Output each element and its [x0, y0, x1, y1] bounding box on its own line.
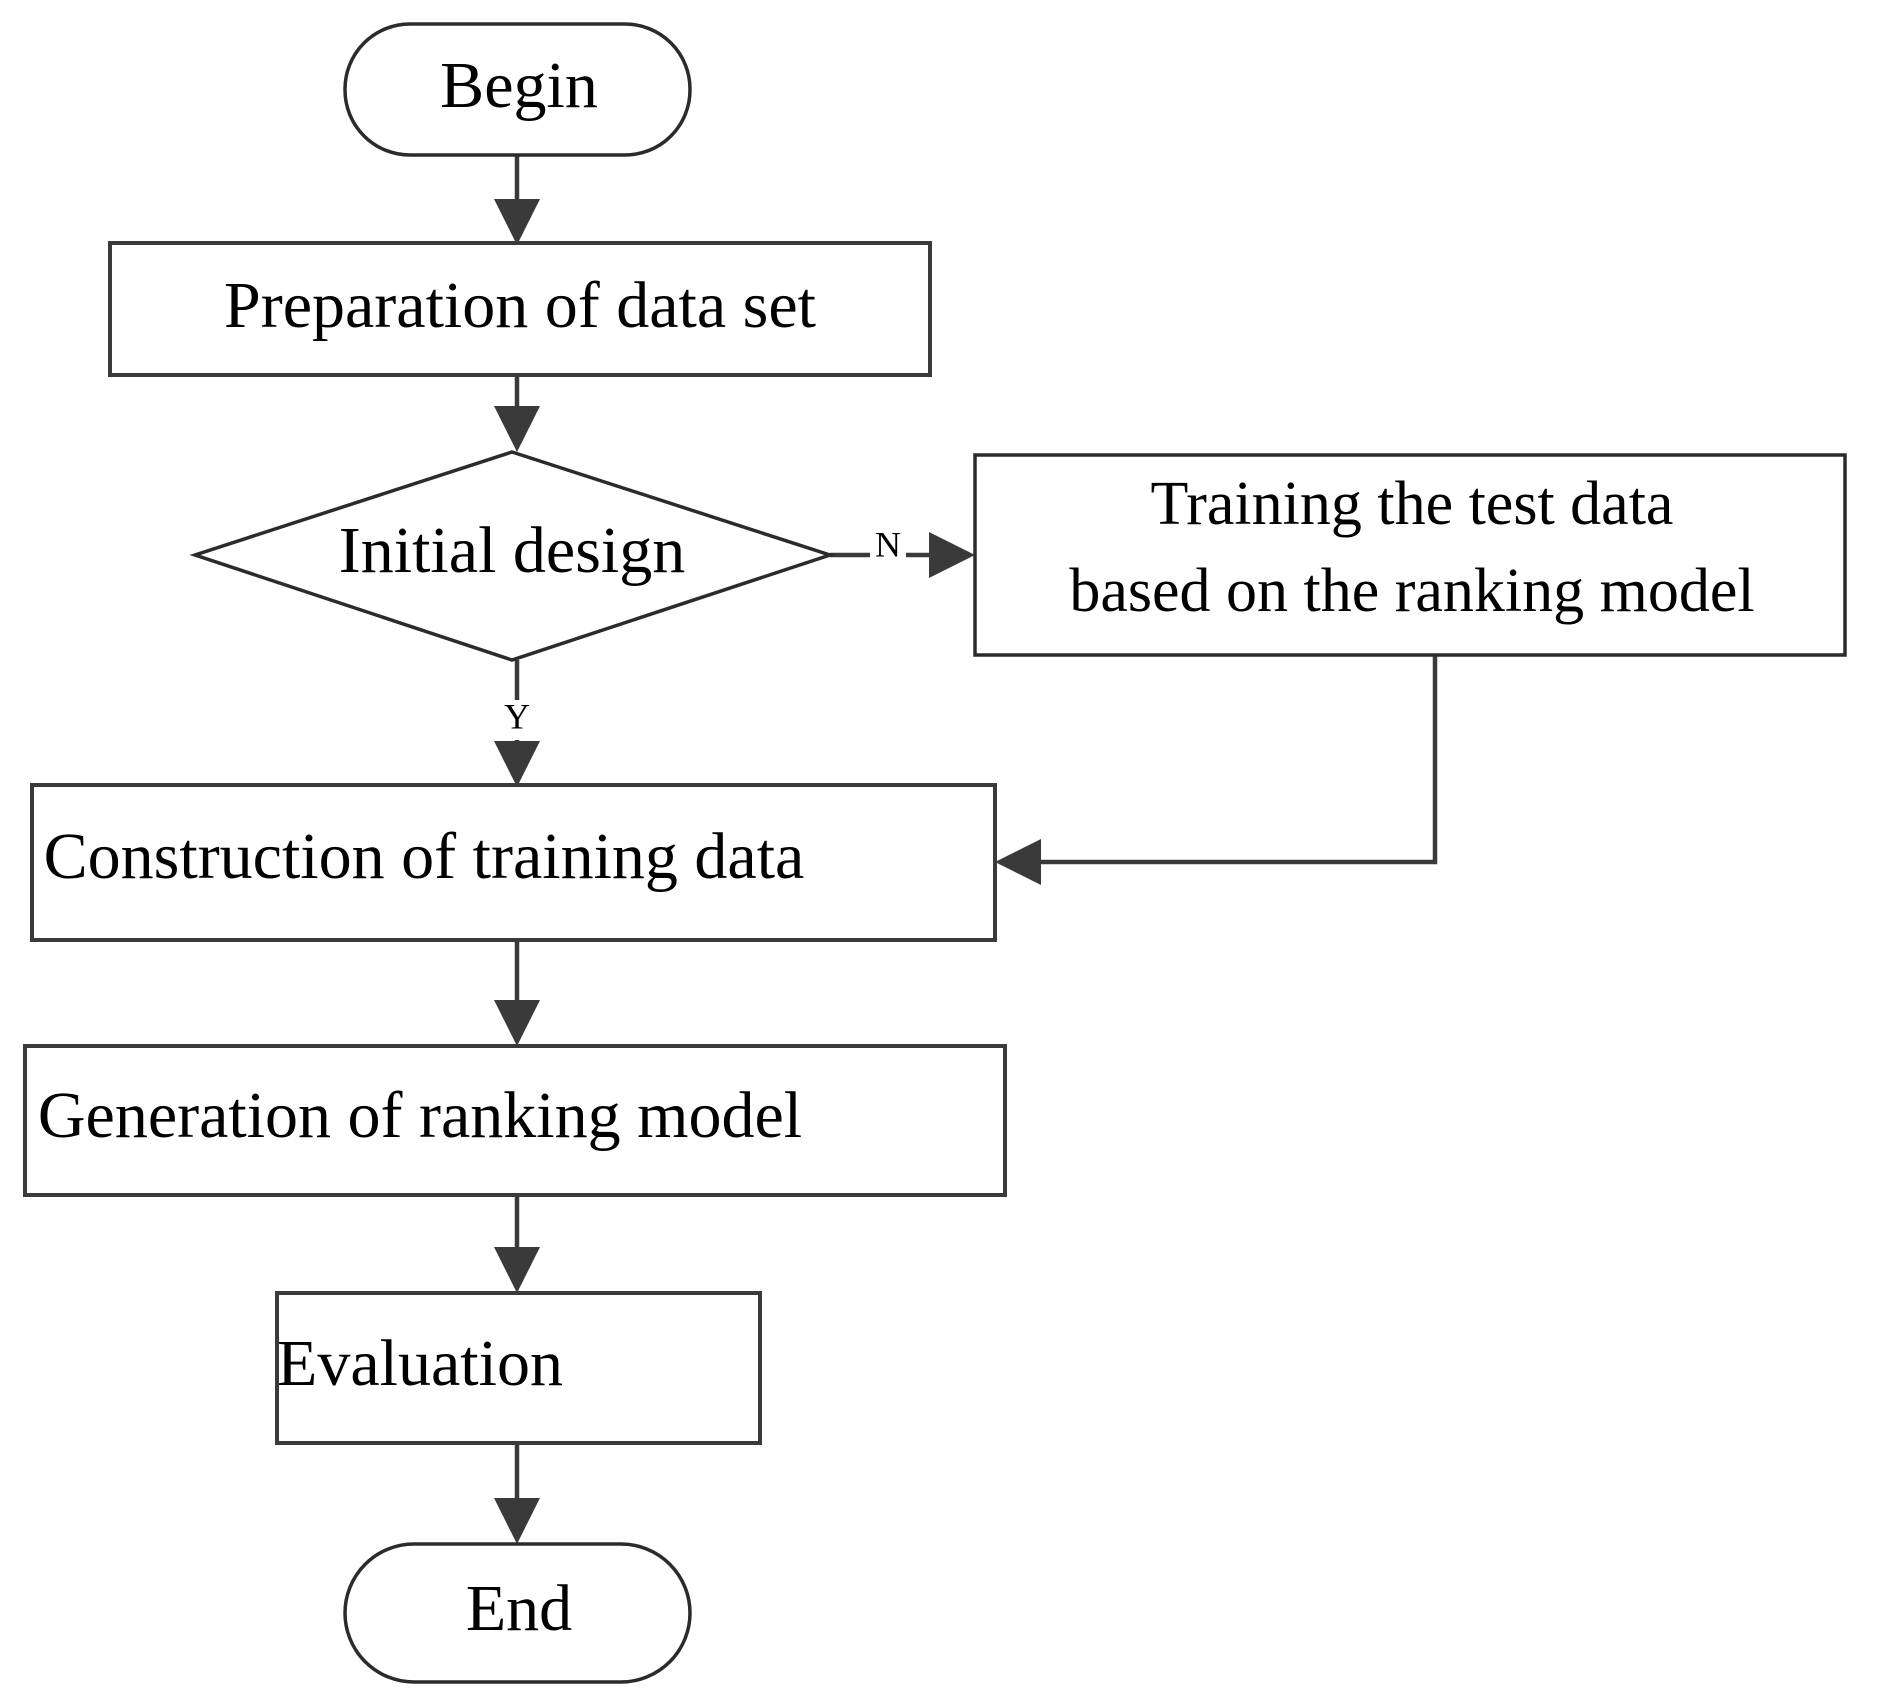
node-preparation-label: Preparation of data set: [224, 269, 816, 342]
arrowhead-icon: [494, 406, 540, 452]
edge-label-no: N: [875, 524, 901, 564]
arrowhead-icon: [929, 532, 975, 578]
node-construction[interactable]: Construction of training data: [30, 783, 997, 942]
node-training-label-line2: based on the ranking model: [1069, 557, 1754, 625]
node-evaluation-shape: [275, 1291, 762, 1445]
edge-initial-design-to-construction: Y: [494, 660, 540, 787]
edge-training-to-construction: [995, 655, 1438, 885]
arrowhead-icon: [494, 199, 540, 245]
node-initial-design-shape: [189, 450, 836, 662]
edge-construction-to-generation: [494, 940, 540, 1046]
arrowhead-icon: [494, 1498, 540, 1544]
node-begin[interactable]: Begin: [343, 22, 692, 157]
node-training-shape: [973, 453, 1847, 657]
node-end-shape: [343, 1542, 692, 1684]
node-training[interactable]: Training the test data based on the rank…: [973, 453, 1847, 657]
edge-evaluation-to-end: [494, 1443, 540, 1544]
node-generation-shape: [23, 1044, 1007, 1197]
node-end[interactable]: End: [343, 1542, 692, 1684]
node-generation-label: Generation of ranking model: [38, 1079, 802, 1152]
edge-line: [1020, 655, 1438, 865]
edge-generation-to-evaluation: [494, 1195, 540, 1293]
edge-initial-design-to-training: N: [830, 524, 975, 578]
node-begin-label: Begin: [440, 49, 598, 122]
node-initial-design-label: Initial design: [339, 514, 685, 587]
node-preparation-shape: [108, 241, 932, 377]
edge-begin-to-preparation: [494, 155, 540, 245]
node-training-label-line1: Training the test data: [1151, 470, 1674, 538]
edge-label-yes: Y: [504, 696, 530, 736]
node-preparation[interactable]: Preparation of data set: [108, 241, 932, 377]
node-end-label: End: [466, 1572, 572, 1645]
node-construction-label: Construction of training data: [44, 820, 805, 893]
edge-preparation-to-initial-design: [494, 375, 540, 452]
node-generation[interactable]: Generation of ranking model: [23, 1044, 1007, 1197]
arrowhead-icon: [494, 1000, 540, 1046]
node-initial-design[interactable]: Initial design: [189, 450, 836, 662]
arrowhead-icon: [494, 1247, 540, 1293]
node-evaluation[interactable]: Evaluation: [275, 1291, 762, 1445]
node-construction-shape: [30, 783, 997, 942]
arrowhead-icon: [995, 839, 1041, 885]
arrowhead-icon: [494, 741, 540, 787]
node-begin-shape: [343, 22, 692, 157]
node-evaluation-label: Evaluation: [277, 1327, 563, 1400]
